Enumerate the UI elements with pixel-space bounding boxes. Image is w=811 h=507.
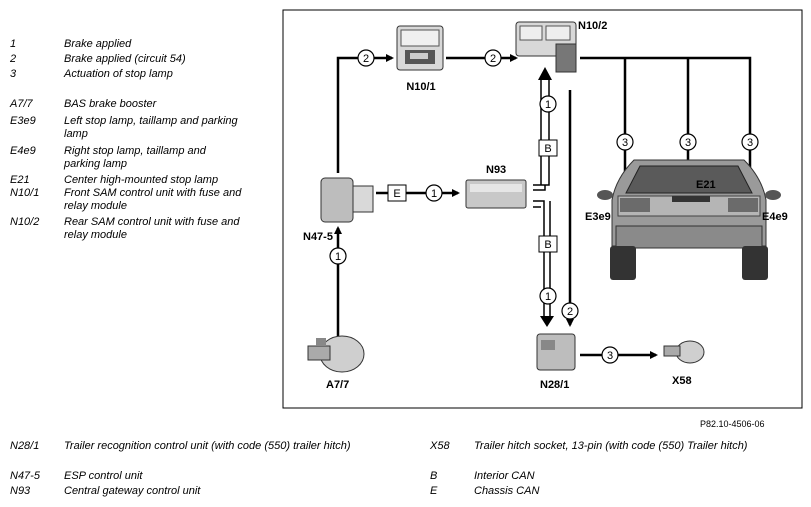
legend-key: A7/7 [10,98,33,110]
legend-text: Front SAM control unit with fuse and rel… [64,187,242,212]
can-marker-B: B [538,235,558,253]
reference-code: P82.10-4506-06 [700,419,765,429]
legend-text: Trailer hitch socket, 13-pin (with code … [474,440,748,452]
label-e4e9: E4e9 [762,211,788,223]
legend-key: E [430,485,438,497]
svg-text:3: 3 [607,350,613,362]
n93-module [465,179,527,209]
legend-text: ESP control unit [64,470,143,482]
legend-key: N10/1 [10,187,40,199]
arrow-head-down [540,316,554,327]
legend-text: Chassis CAN [474,485,540,497]
legend-text: Brake applied [64,38,132,50]
signal-marker-2: 2 [484,49,502,67]
svg-text:3: 3 [622,137,628,149]
can-markers: B B E [387,139,558,253]
signal-marker-3: 3 [679,133,697,151]
a7-7-booster [307,335,365,373]
n10-1-module [396,25,444,71]
label-a7-7: A7/7 [326,379,349,391]
legend-text: Actuation of stop lamp [64,68,173,80]
legend-key: 3 [10,68,17,80]
legend-key: X58 [430,440,450,452]
arrow-head-up [538,67,552,80]
svg-text:3: 3 [685,137,691,149]
label-n10-2: N10/2 [578,20,607,32]
svg-text:1: 1 [431,188,437,200]
signal-marker-1: 1 [425,184,443,202]
label-n28-1: N28/1 [540,379,569,391]
legend-key: 1 [10,38,17,50]
n47-5-module [320,177,374,223]
signal-marker-3: 3 [741,133,759,151]
svg-text:B: B [544,143,551,155]
signal-marker-2: 2 [561,302,579,320]
signal-marker-2: 2 [357,49,375,67]
car-rear-view [597,159,781,280]
label-x58: X58 [672,375,692,387]
svg-text:2: 2 [490,53,496,65]
legend-text: Rear SAM control unit with fuse and rela… [64,216,240,241]
svg-text:E: E [393,188,400,200]
signal-marker-1: 1 [539,95,557,113]
legend-key: N47-5 [10,470,40,482]
label-e21: E21 [696,179,716,191]
signal-marker-1: 1 [539,287,557,305]
legend-text: Left stop lamp, taillamp and parking lam… [64,115,238,140]
svg-text:1: 1 [335,251,341,263]
signal-marker-3: 3 [601,346,619,364]
legend-text: Brake applied (circuit 54) [64,53,186,65]
x58-socket [663,340,705,364]
legend-key: E4e9 [10,145,36,157]
can-marker-E: E [387,184,407,202]
svg-text:2: 2 [567,306,573,318]
legend-key: E21 [10,174,30,186]
svg-text:B: B [544,239,551,251]
legend-key: N28/1 [10,440,40,452]
legend-text: Right stop lamp, taillamp and parking la… [64,145,206,170]
can-marker-B: B [538,139,558,157]
signal-marker-3: 3 [616,133,634,151]
legend-key: 2 [10,53,17,65]
diagram-frame [282,9,803,409]
legend-text: Central gateway control unit [64,485,201,497]
legend-text: BAS brake booster [64,98,157,110]
legend-key: N93 [10,485,31,497]
legend-text: Trailer recognition control unit (with c… [64,440,351,452]
svg-text:1: 1 [545,99,551,111]
svg-text:3: 3 [747,137,753,149]
label-e3e9: E3e9 [585,211,611,223]
label-n47-5: N47-5 [303,231,333,243]
legend-key: N10/2 [10,216,40,228]
label-n10-1: N10/1 [406,81,435,93]
legend-text: Center high-mounted stop lamp [64,174,219,186]
svg-text:1: 1 [545,291,551,303]
signal-markers: 2 2 1 1 1 1 2 3 3 3 3 [329,49,759,364]
legend-text: Interior CAN [474,470,535,482]
legend-key: B [430,470,438,482]
n28-1-module [536,333,576,371]
n10-2-module [515,21,577,73]
label-n93: N93 [486,164,506,176]
legend-key: E3e9 [10,115,36,127]
svg-text:2: 2 [363,53,369,65]
signal-marker-1: 1 [329,247,347,265]
